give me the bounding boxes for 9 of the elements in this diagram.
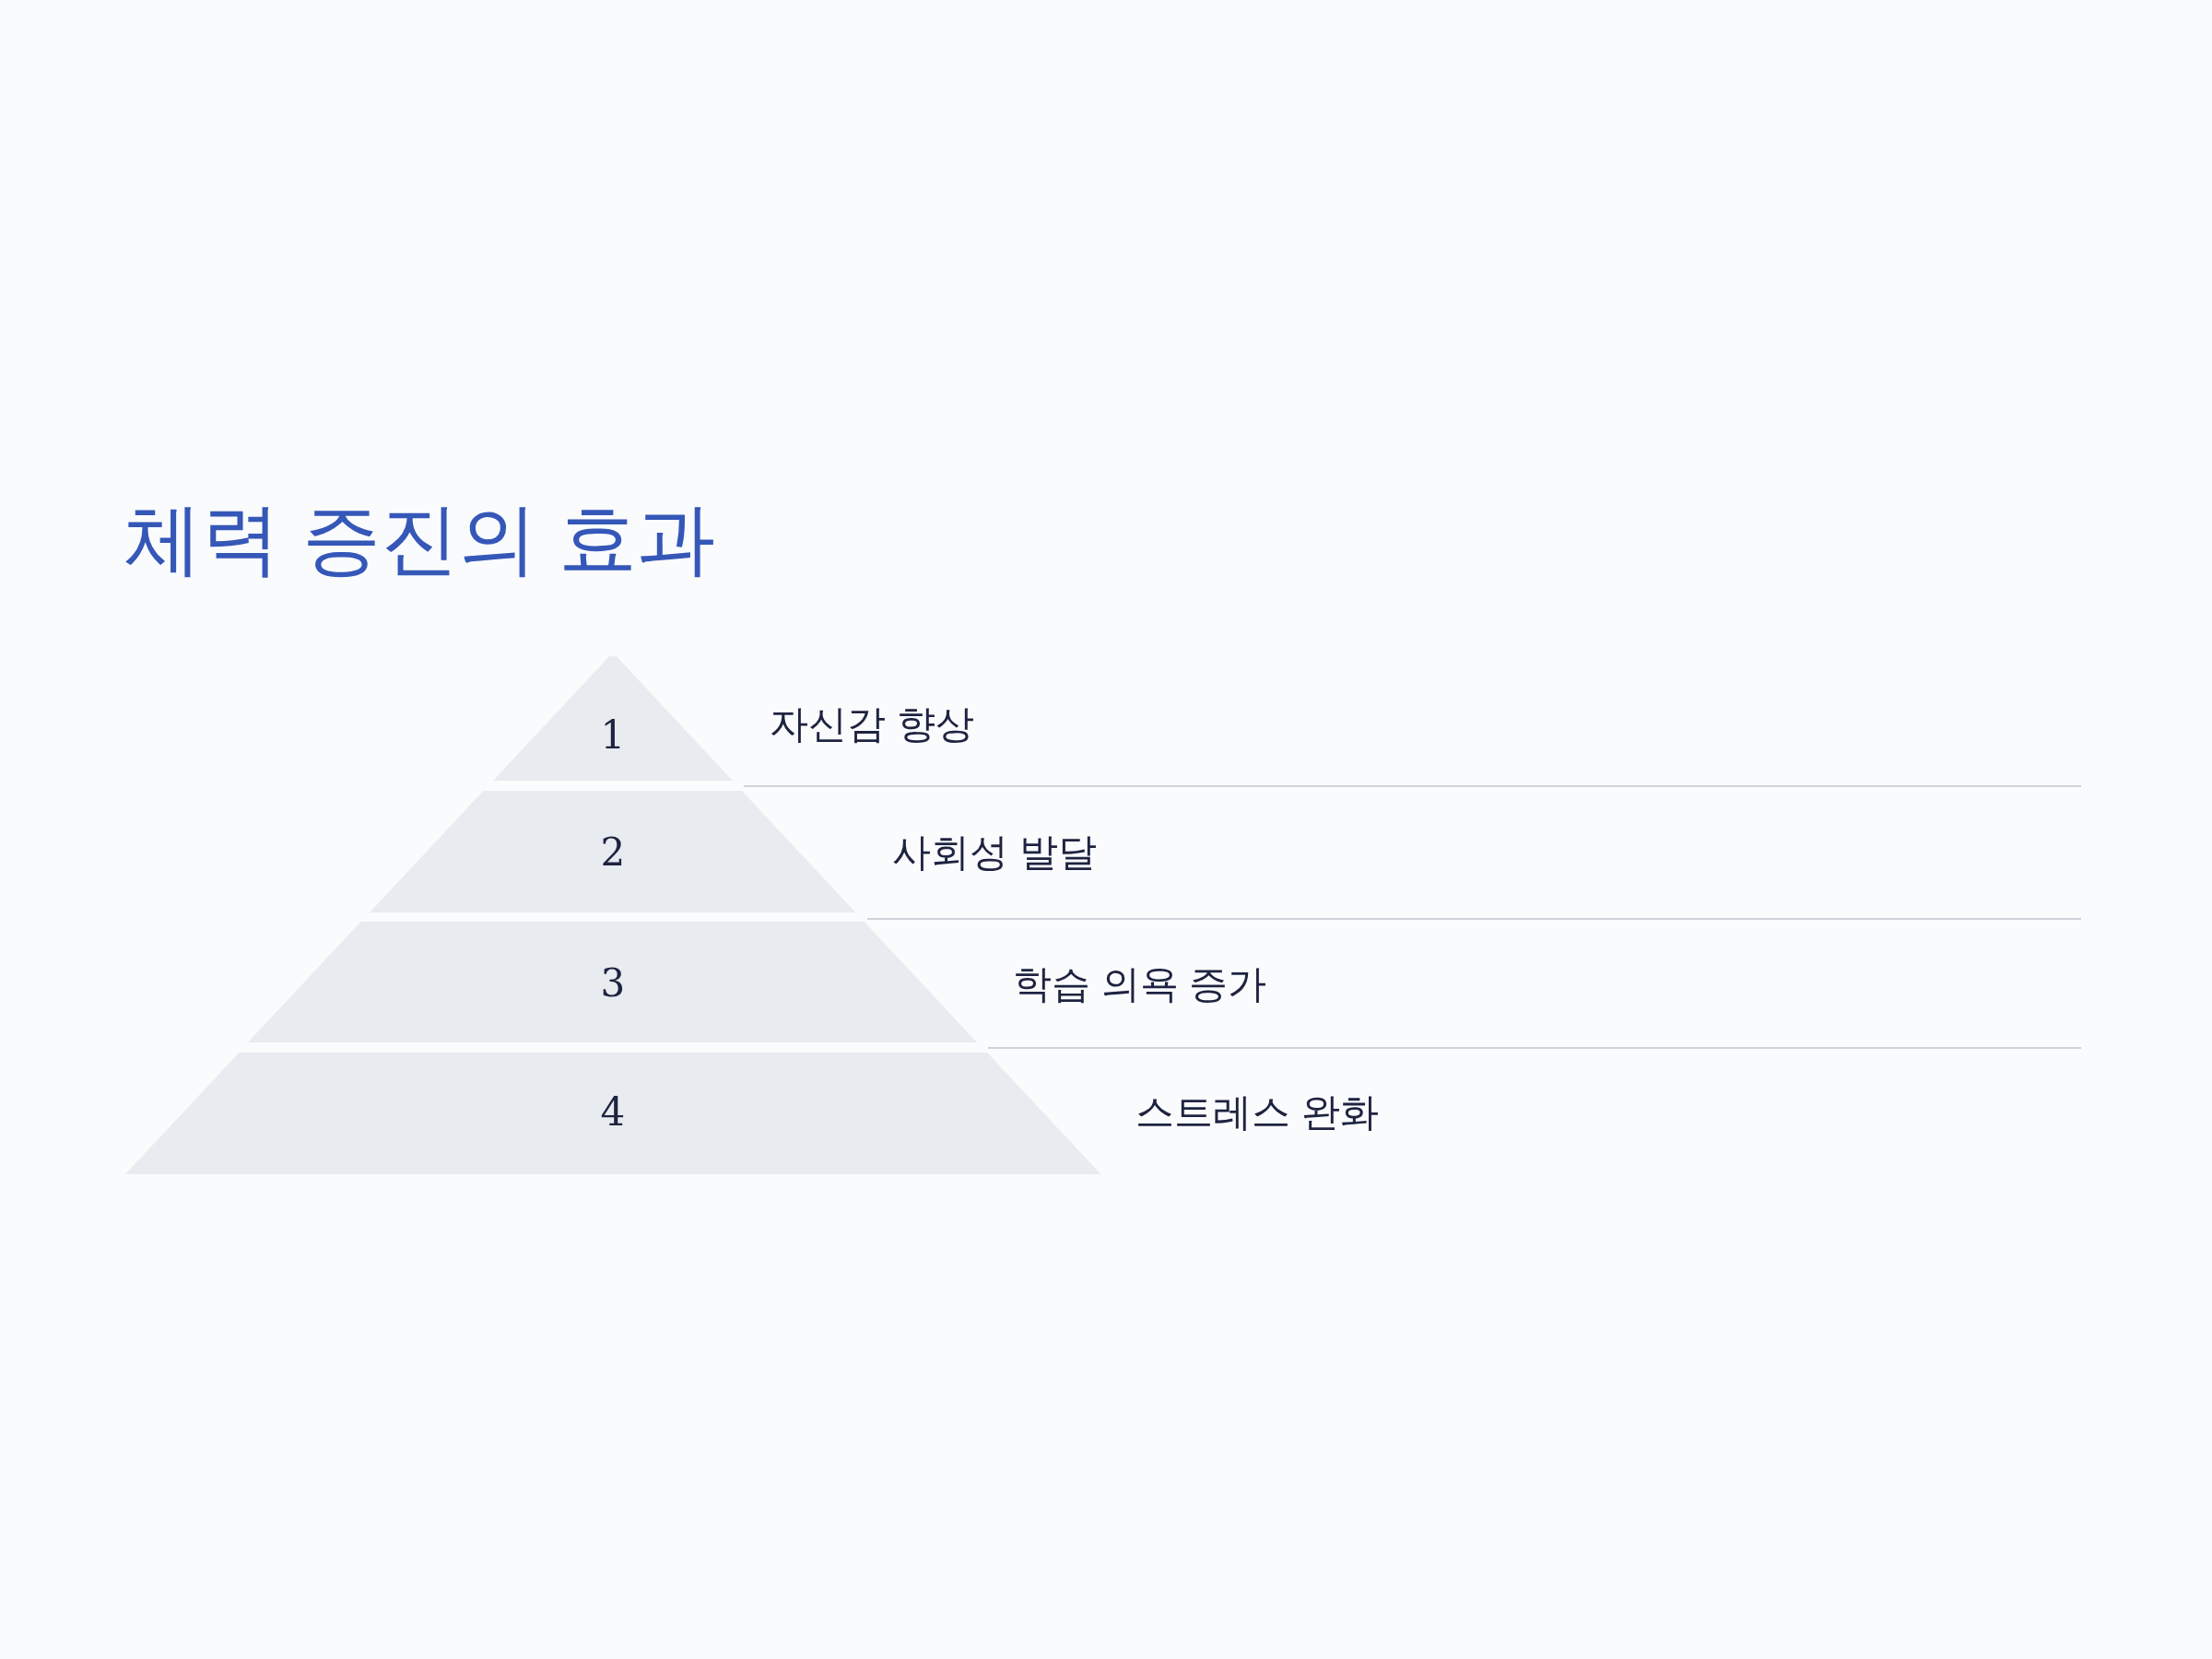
tier-label: 자신감 향상 [770, 702, 974, 747]
tier-number: 2 [600, 831, 626, 874]
tier-label: 사회성 발달 [892, 830, 1097, 875]
tier-number: 1 [600, 714, 626, 757]
tier-number: 4 [600, 1091, 626, 1134]
tier-label: 학습 의욕 증가 [1013, 962, 1267, 1006]
tier-number: 3 [600, 962, 626, 1005]
tier-label: 스트레스 완화 [1135, 1090, 1379, 1135]
title: 체력 증진의 효과 [124, 497, 716, 582]
